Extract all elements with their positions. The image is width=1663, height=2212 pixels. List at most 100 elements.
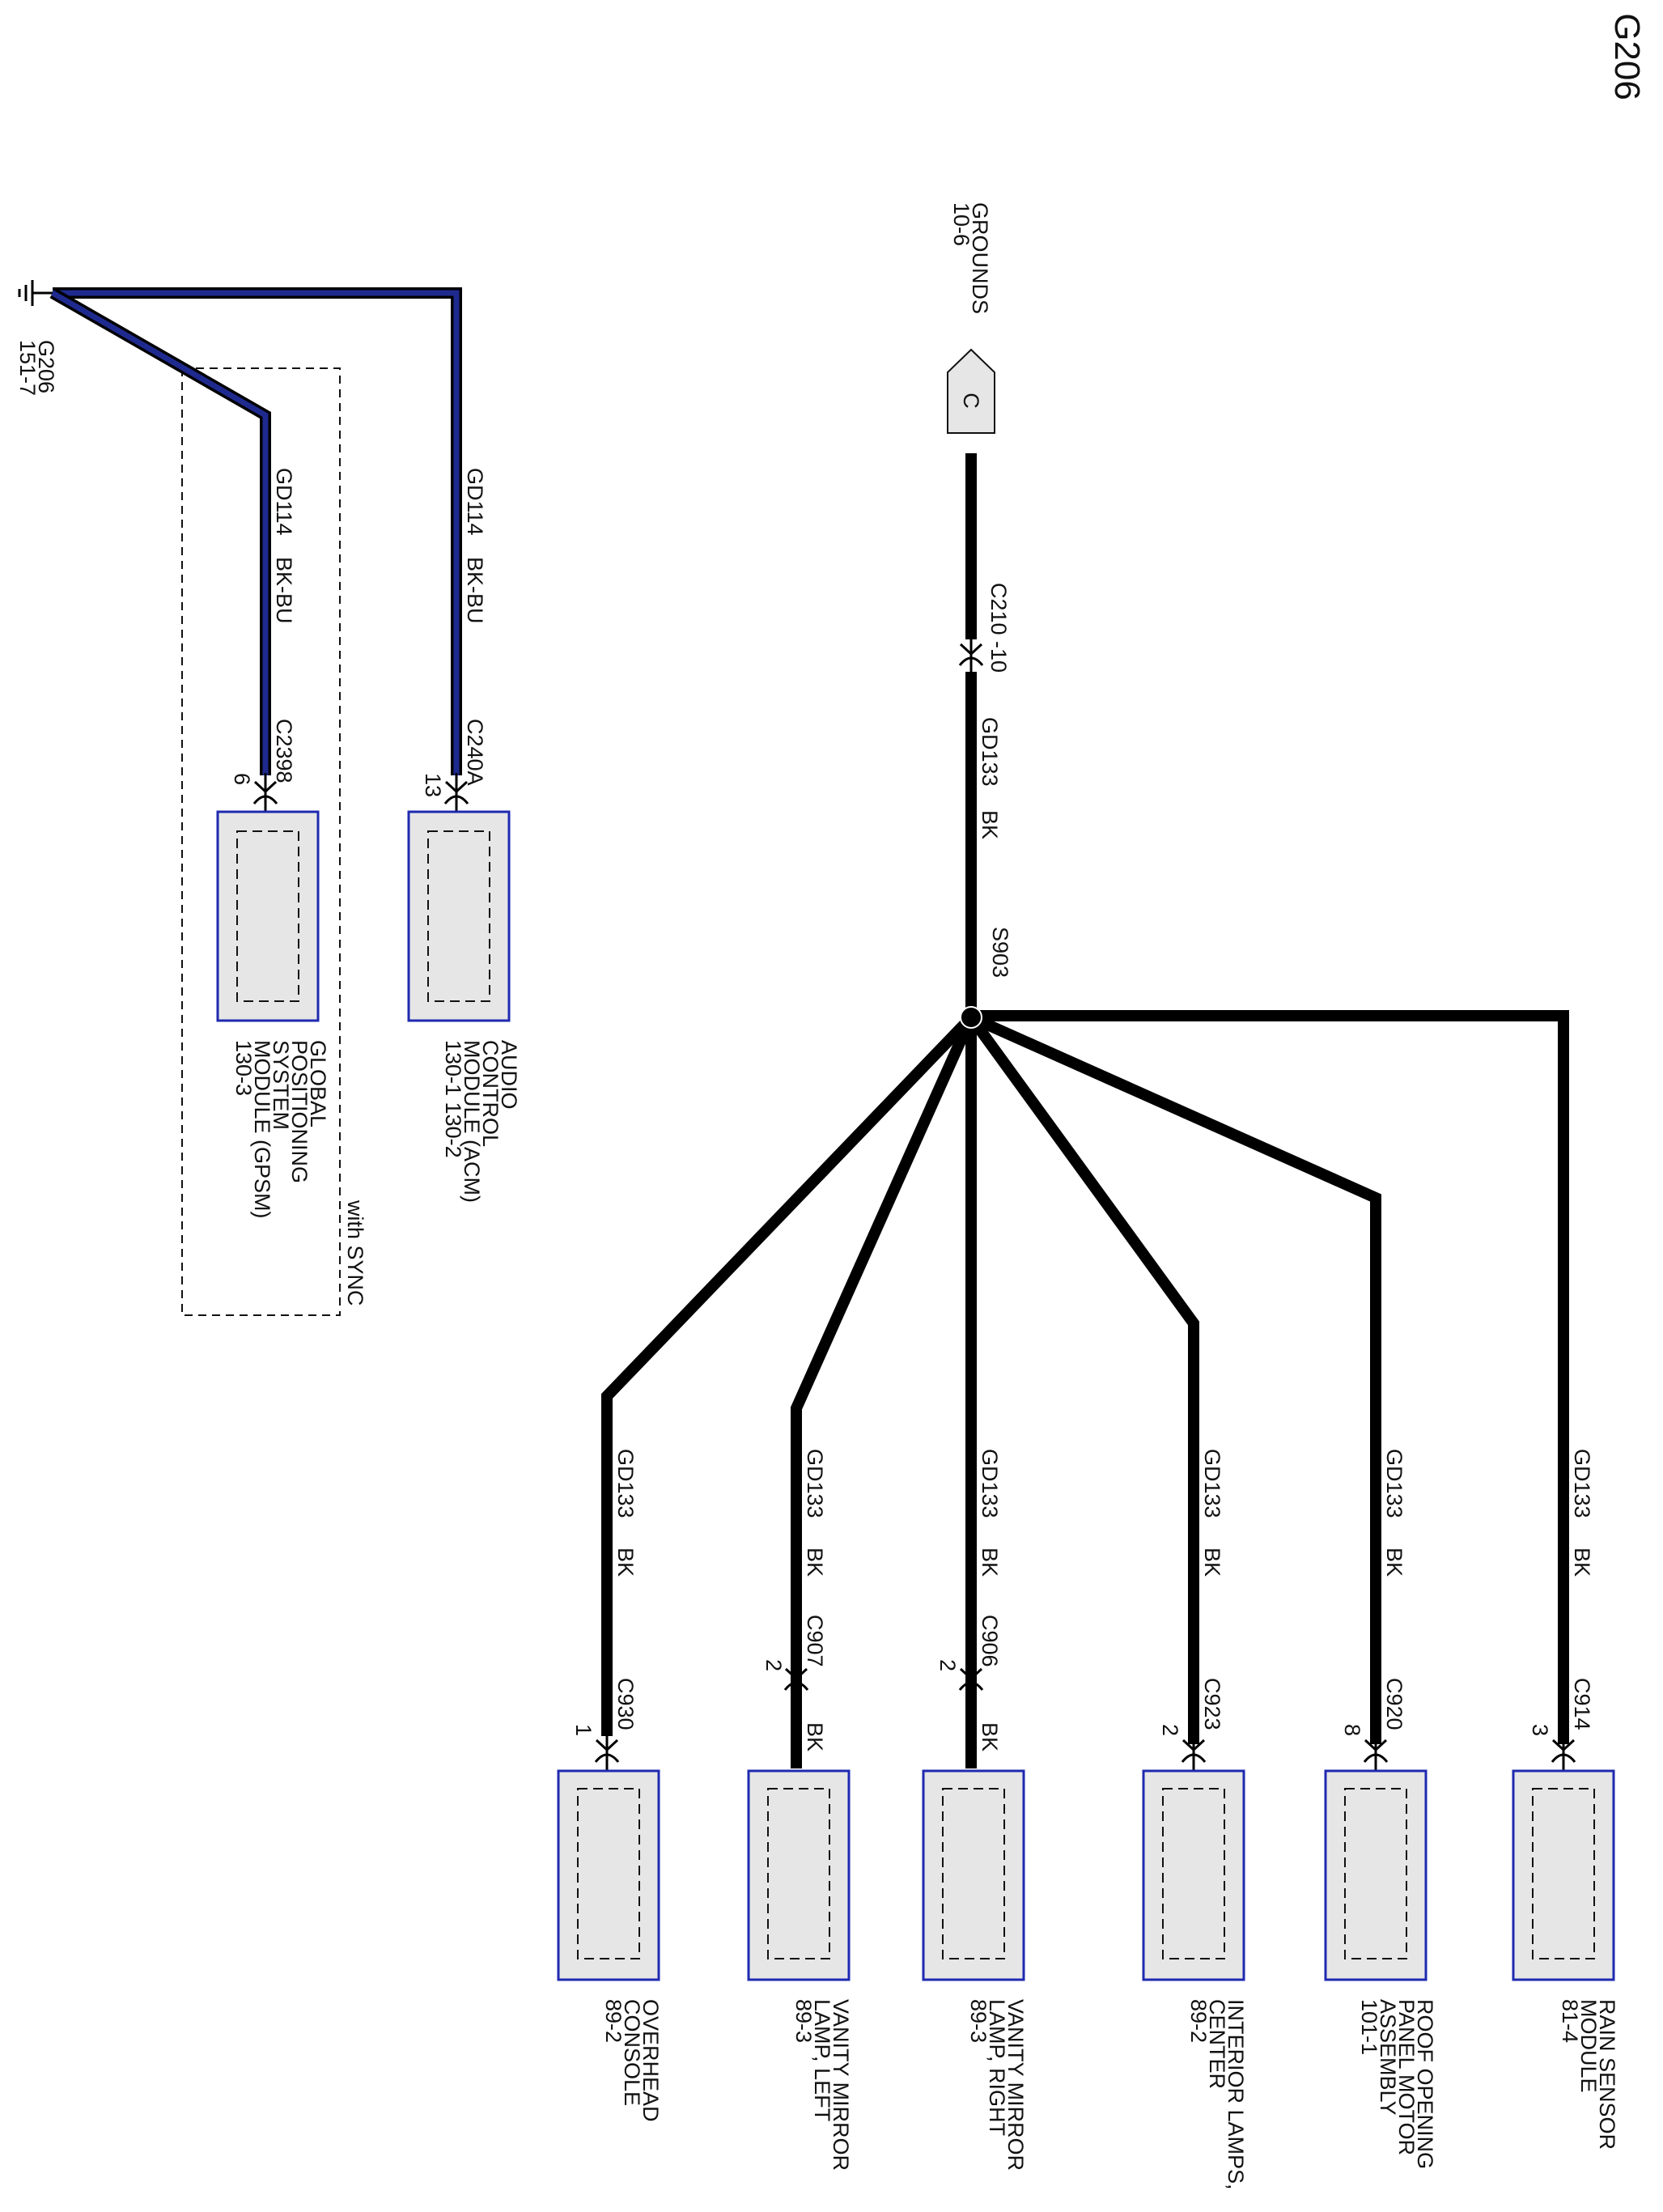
branch-wire-rain-sensor: [971, 1010, 1569, 1744]
page-title: G206: [1607, 13, 1647, 100]
component-name-vanity-mirror-left: VANITY MIRROR LAMP, LEFT 89-3: [791, 1999, 853, 2171]
component-name-line: SYSTEM: [269, 1040, 293, 1130]
branch-circuit-number: GD133: [803, 1449, 827, 1518]
component-rain-sensor-module[interactable]: [1512, 1769, 1615, 1981]
component-name-line: 81-4: [1558, 1999, 1582, 2043]
component-name-overhead-console: OVERHEAD CONSOLE 89-2: [601, 1999, 663, 2122]
pin-label: 2: [762, 1659, 786, 1671]
with-sync-option-box: [181, 367, 341, 1316]
component-name-line: ASSEMBLY: [1376, 1999, 1400, 2116]
component-interior-lamps-center[interactable]: [1142, 1769, 1245, 1981]
component-name-line: 130-3: [231, 1040, 256, 1096]
connector-label-c907: C907: [803, 1615, 827, 1667]
component-name-line: INTERIOR LAMPS,: [1224, 1999, 1248, 2190]
connector-label-c914: C914: [1570, 1678, 1594, 1730]
component-name-line: 101-1: [1357, 1999, 1381, 2055]
branch-circuit-number: GD133: [613, 1449, 638, 1518]
acm-circuit-number: GD114: [463, 468, 487, 536]
ground-label-line2: 151-7: [15, 340, 40, 396]
component-audio-control-module[interactable]: [407, 810, 511, 1022]
component-name-line: MODULE (ACM): [460, 1040, 484, 1203]
branch-wire-interior-lamps: [966, 1013, 1199, 1744]
component-name-gpsm: GLOBAL POSITIONING SYSTEM MODULE (GPSM) …: [231, 1040, 330, 1219]
component-vanity-mirror-left[interactable]: [747, 1769, 851, 1981]
component-name-line: POSITIONING: [287, 1040, 312, 1183]
component-name-line: GLOBAL: [306, 1040, 330, 1127]
branch-wire-roof-panel: [969, 1012, 1381, 1744]
connector-label-c906: C906: [978, 1615, 1002, 1667]
acm-circuit-color: BK-BU: [463, 557, 487, 624]
acm-wire-tracer: [53, 290, 460, 775]
component-name-line: VANITY MIRROR: [829, 1999, 853, 2171]
gpsm-wire-outline: [49, 287, 271, 775]
component-name-line: LAMP, LEFT: [810, 1999, 834, 2121]
pin-label: 2: [1158, 1724, 1182, 1736]
component-name-vanity-mirror-right: VANITY MIRROR LAMP, RIGHT 89-3: [966, 1999, 1028, 2171]
component-name-roof-opening-panel-motor: ROOF OPENING PANEL MOTOR ASSEMBLY 101-1: [1357, 1999, 1437, 2169]
grounds-label-line1: GROUNDS: [968, 202, 992, 314]
component-name-line: RAIN SENSOR: [1595, 1999, 1619, 2150]
component-name-line: LAMP, RIGHT: [985, 1999, 1009, 2136]
branch-wire-vanity-left: [791, 1015, 977, 1768]
component-name-line: CENTER: [1205, 1999, 1229, 2089]
branch-circuit-number: GD133: [1200, 1449, 1224, 1518]
ground-symbol-g206[interactable]: [18, 280, 53, 306]
component-roof-opening-panel-motor[interactable]: [1324, 1769, 1428, 1981]
pin-label: 8: [1340, 1724, 1364, 1736]
branch-circuit-number: GD133: [978, 1449, 1002, 1518]
component-name-line: OVERHEAD: [638, 1999, 663, 2122]
connector-c906[interactable]: [958, 1667, 984, 1691]
branch-circuit-number: GD133: [1570, 1449, 1594, 1518]
connector-c240a[interactable]: [443, 773, 469, 812]
pin-label: 2: [935, 1659, 960, 1671]
connector-c907[interactable]: [783, 1667, 809, 1691]
acm-connector-label: C240A: [463, 719, 487, 786]
component-overhead-console[interactable]: [557, 1769, 660, 1981]
branch-circuit-color: BK: [1200, 1548, 1224, 1577]
component-name-line: 89-3: [791, 1999, 816, 2043]
pin-label: 3: [1528, 1724, 1552, 1736]
splice-s903[interactable]: [960, 1006, 982, 1029]
branch-circuit-color: BK: [1570, 1548, 1594, 1577]
splice-label: S903: [988, 927, 1012, 978]
acm-pin-label: 13: [421, 773, 445, 797]
component-name-line: CONTROL: [478, 1040, 503, 1147]
component-name-line: 89-2: [601, 1999, 626, 2043]
gpsm-connector-label: C2398: [272, 719, 296, 783]
component-name-line: MODULE (GPSM): [250, 1040, 274, 1219]
component-name-line: MODULE: [1576, 1999, 1601, 2093]
component-name-acm: AUDIO CONTROL MODULE (ACM) 130-1 130-2: [441, 1040, 521, 1203]
trunk-circuit-color: BK: [978, 810, 1002, 839]
ground-label-line1: G206: [34, 340, 58, 393]
branch-circuit-number: GD133: [1382, 1449, 1406, 1518]
gpsm-circuit-color: BK-BU: [272, 557, 296, 624]
connector-c2398[interactable]: [252, 773, 278, 812]
gpsm-circuit-number: GD114: [272, 468, 296, 536]
component-name-line: VANITY MIRROR: [1003, 1999, 1028, 2171]
branch-circuit-color: BK: [978, 1548, 1002, 1577]
component-name-line: 130-1 130-2: [441, 1040, 465, 1158]
trunk-circuit-number: GD133: [978, 717, 1002, 787]
pin-label: 1: [571, 1724, 596, 1736]
branch-circuit-color: BK: [613, 1548, 638, 1577]
gpsm-wire-tracer: [51, 290, 269, 775]
grounds-connector[interactable]: C: [947, 348, 995, 434]
component-global-positioning-system-module[interactable]: [216, 810, 320, 1022]
component-name-line: ROOF OPENING: [1413, 1999, 1437, 2169]
branch-circuit-color: BK: [1382, 1548, 1406, 1577]
component-name-line: PANEL MOTOR: [1394, 1999, 1419, 2155]
component-vanity-mirror-right[interactable]: [922, 1769, 1025, 1981]
grounds-connector-letter: C: [959, 393, 983, 409]
grounds-label-line2: 10-6: [949, 202, 974, 246]
branch-wire-overhead-console: [601, 1013, 976, 1736]
component-name-line: 89-2: [1186, 1999, 1211, 2043]
connector-label-c930: C930: [613, 1678, 638, 1730]
connector-label-c923: C923: [1200, 1678, 1224, 1730]
branch-circuit-color: BK: [803, 1548, 827, 1577]
branch-extra-color: BK: [803, 1722, 827, 1751]
component-name-line: AUDIO: [497, 1040, 521, 1110]
branch-extra-color: BK: [978, 1722, 1002, 1751]
acm-wire-outline: [53, 287, 462, 775]
connector-label-c920: C920: [1382, 1678, 1406, 1730]
